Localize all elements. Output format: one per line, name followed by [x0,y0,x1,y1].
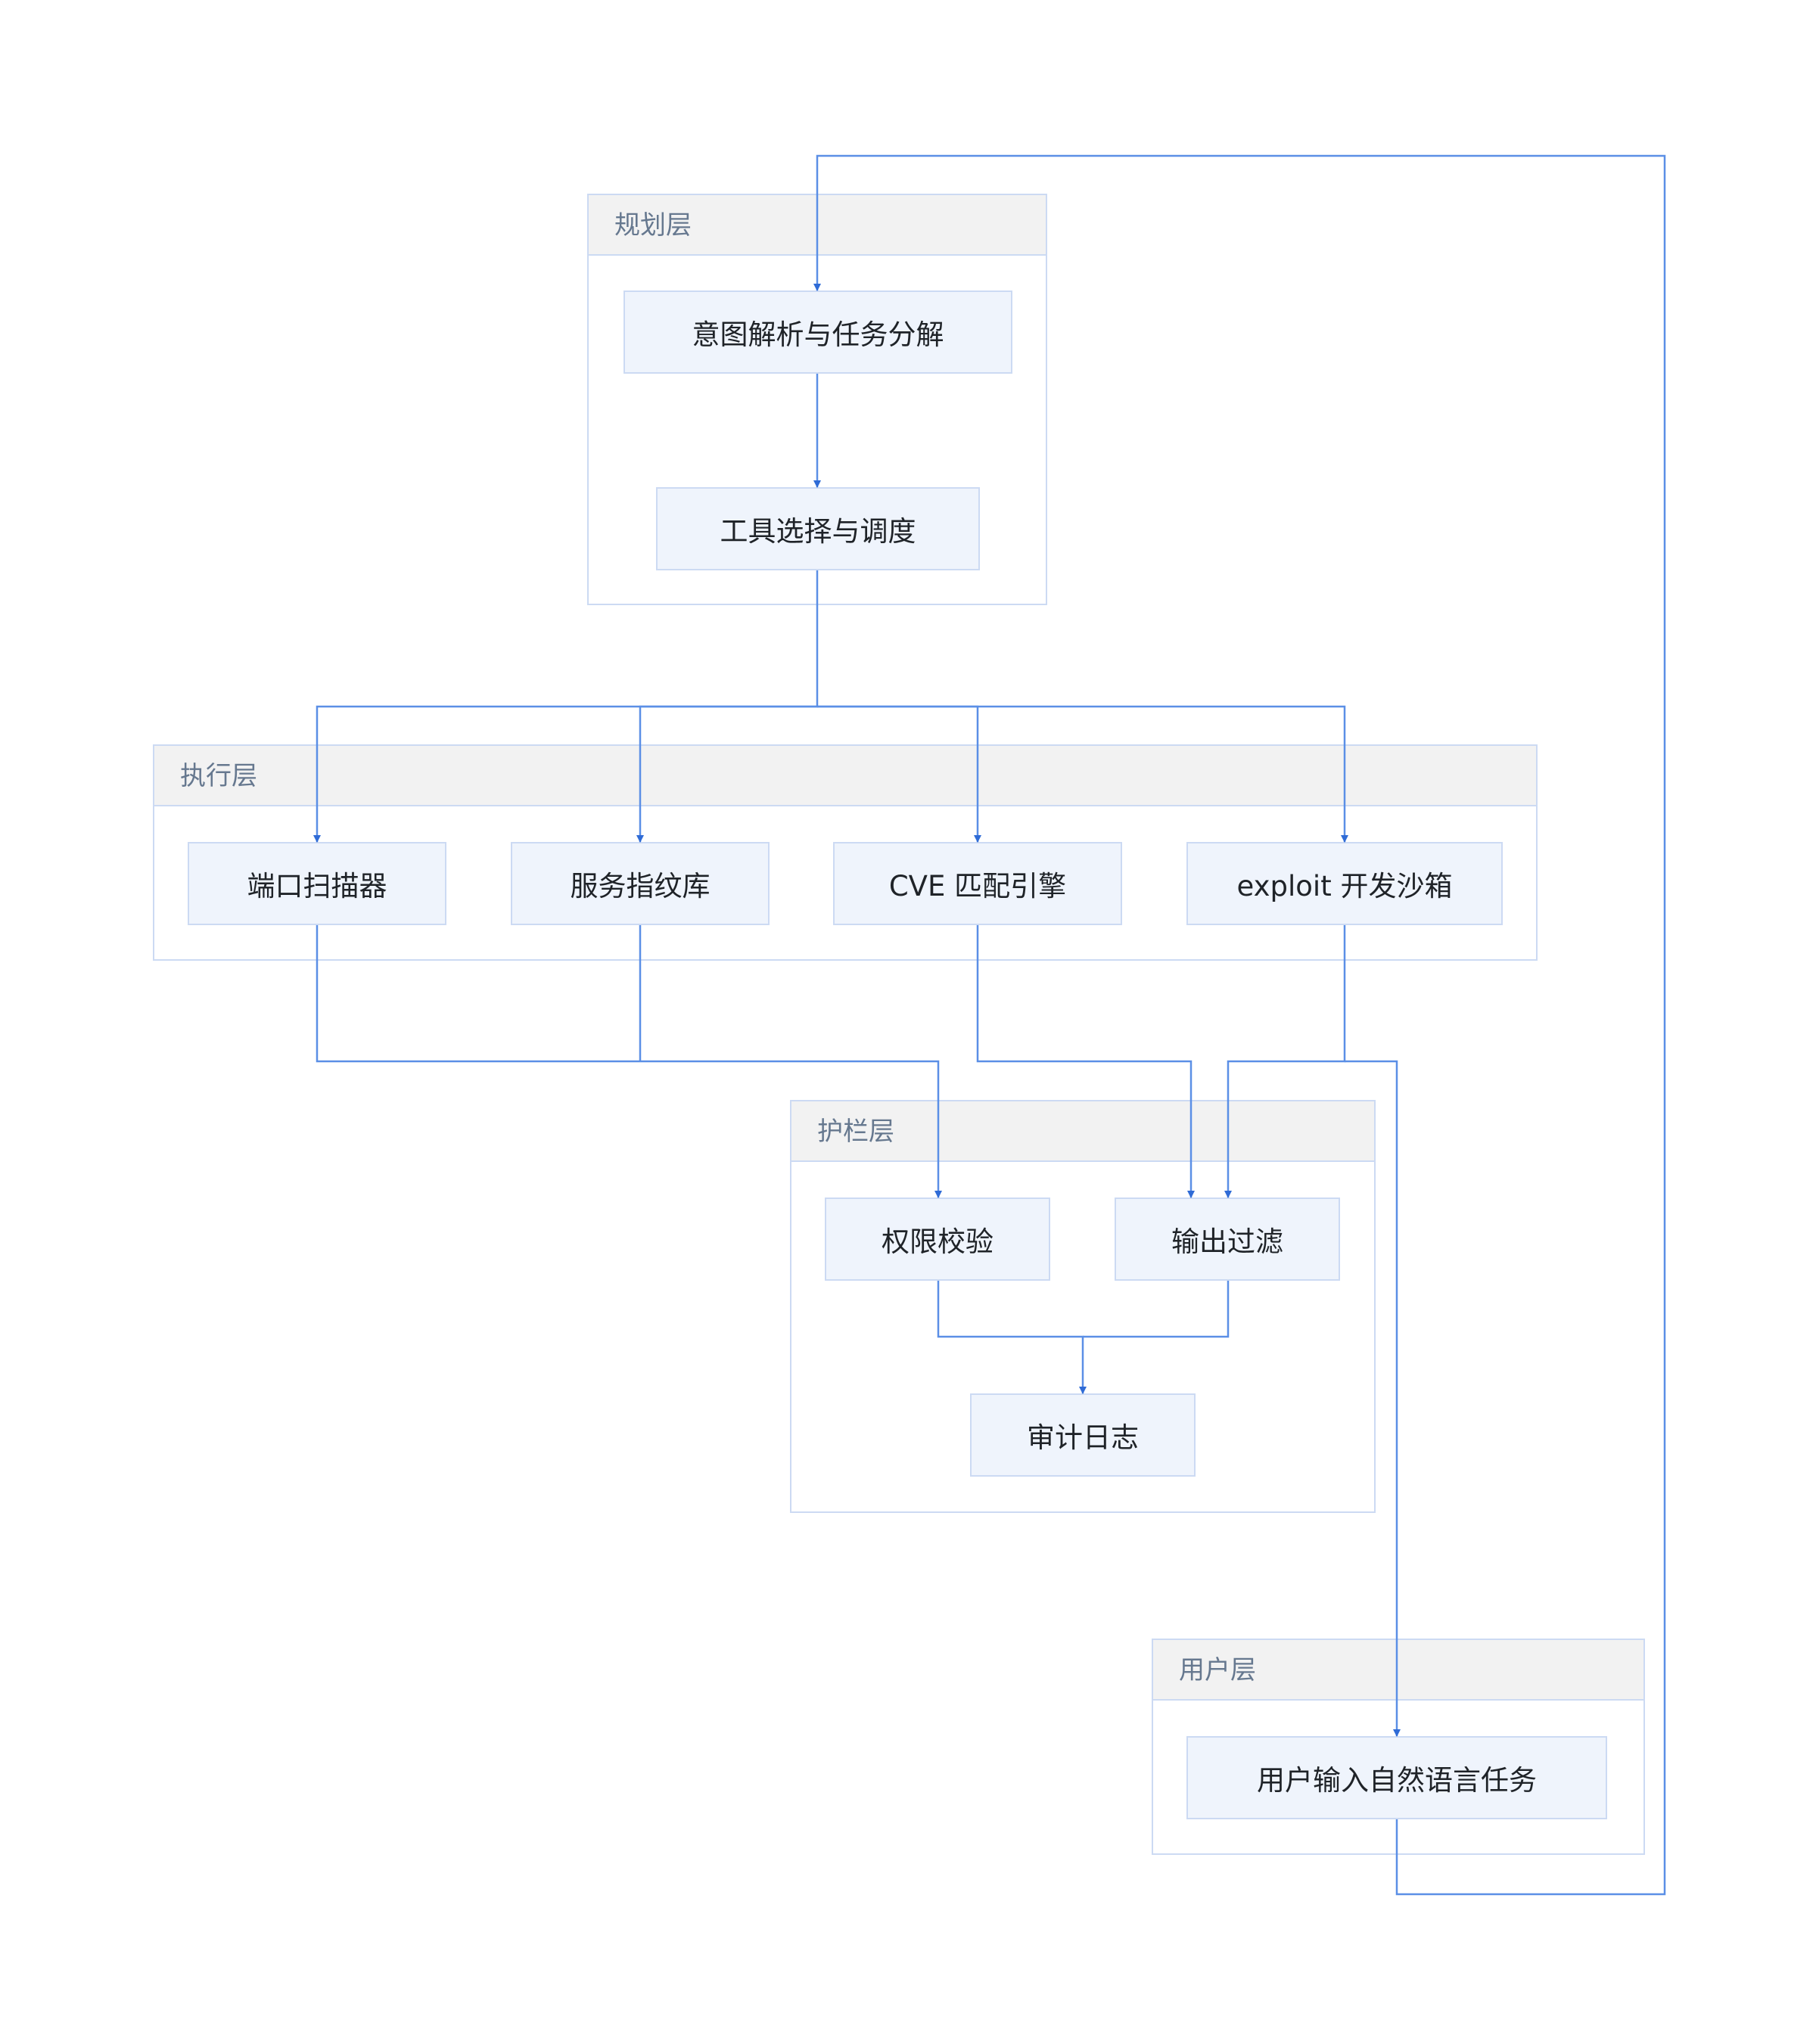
group-header: 规划层 [589,195,1046,256]
group-title-execution: 执行层 [180,761,257,791]
node-label: 输出过滤 [1171,1225,1283,1258]
group-header: 护栏层 [791,1101,1374,1162]
group-title-guardrail: 护栏层 [817,1117,894,1147]
node-user-input[interactable]: 用户输入自然语言任务 [1186,1736,1607,1819]
group-header: 用户层 [1153,1640,1643,1701]
group-title-planning: 规划层 [614,210,692,241]
node-label: CVE 匹配引擎 [888,870,1067,902]
node-audit-log[interactable]: 审计日志 [970,1393,1196,1477]
node-cve-match[interactable]: CVE 匹配引擎 [833,842,1122,925]
node-label: exploit 开发沙箱 [1236,870,1453,902]
node-label: 审计日志 [1027,1421,1139,1454]
node-label: 端口扫描器 [247,870,387,902]
node-tool-select[interactable]: 工具选择与调度 [656,487,980,570]
node-service-fingerprint[interactable]: 服务指纹库 [511,842,770,925]
node-label: 权限校验 [882,1225,994,1258]
group-header: 执行层 [154,746,1536,806]
node-label: 用户输入自然语言任务 [1257,1764,1537,1797]
node-exploit-sandbox[interactable]: exploit 开发沙箱 [1186,842,1503,925]
group-title-user: 用户层 [1179,1655,1256,1685]
node-intent-parse[interactable]: 意图解析与任务分解 [623,290,1012,374]
node-label: 服务指纹库 [570,870,711,902]
node-label: 工具选择与调度 [720,515,916,548]
node-port-scanner[interactable]: 端口扫描器 [188,842,446,925]
node-output-filter[interactable]: 输出过滤 [1115,1198,1340,1281]
node-permission-check[interactable]: 权限校验 [825,1198,1050,1281]
node-label: 意图解析与任务分解 [692,318,944,351]
